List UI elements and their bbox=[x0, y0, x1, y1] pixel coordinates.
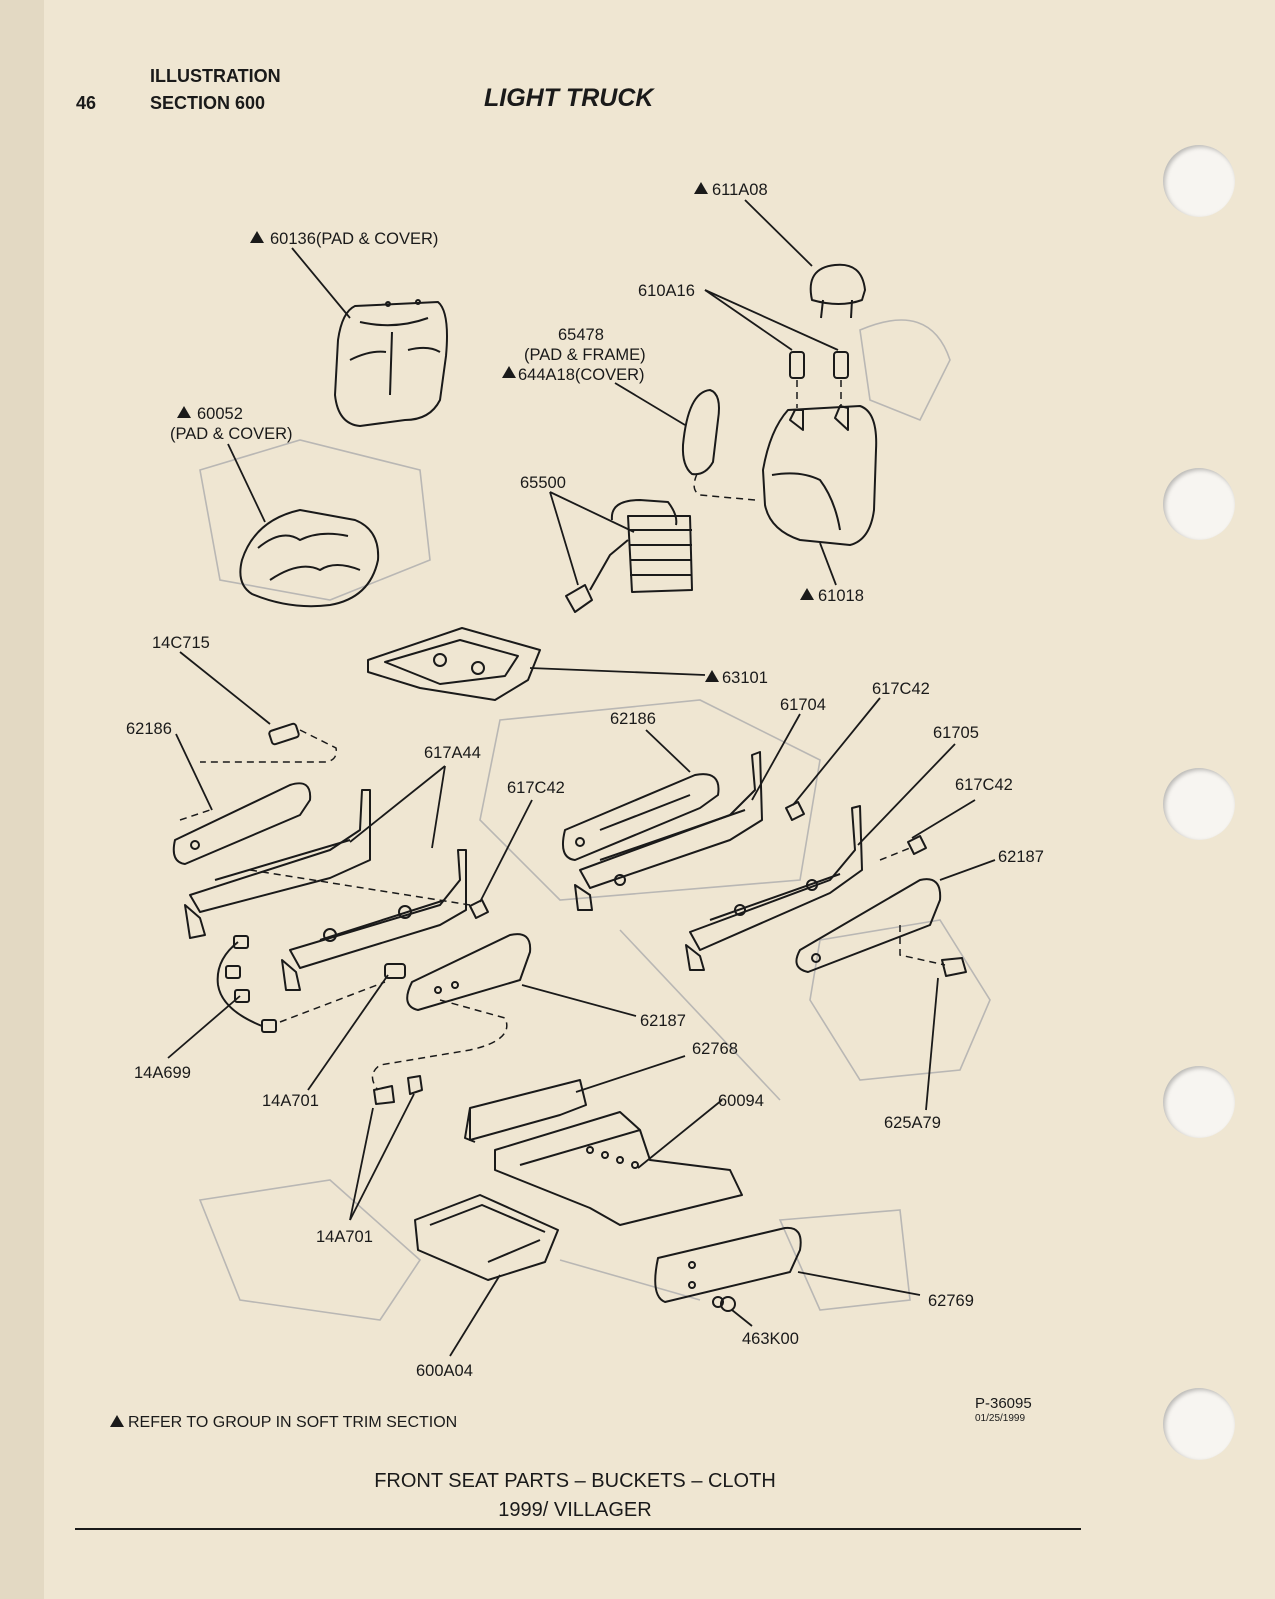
callout-62769: 62769 bbox=[928, 1292, 974, 1310]
page-edge bbox=[0, 0, 44, 1599]
binder-hole bbox=[1163, 1066, 1235, 1138]
footnote-triangle bbox=[110, 1415, 124, 1427]
seat-track-part bbox=[685, 805, 863, 971]
section-number: SECTION 600 bbox=[150, 93, 266, 113]
reference-triangles bbox=[177, 182, 814, 682]
callout-617C42-top: 617C42 bbox=[872, 680, 930, 698]
connector-part bbox=[373, 1075, 423, 1105]
caption-title: FRONT SEAT PARTS – BUCKETS – CLOTH bbox=[374, 1470, 776, 1492]
track-cover-part bbox=[371, 933, 532, 1091]
callout-14A699: 14A699 bbox=[134, 1064, 191, 1082]
bleed-through-ghost bbox=[198, 319, 991, 1321]
callout-463K00: 463K00 bbox=[742, 1330, 799, 1348]
track-cover-part bbox=[562, 773, 720, 861]
seat-back-pad-part bbox=[334, 299, 448, 427]
footer-rule bbox=[75, 1528, 1081, 1530]
seat-support-part bbox=[464, 1079, 587, 1143]
binder-hole bbox=[1163, 768, 1235, 840]
callout-61705: 61705 bbox=[933, 724, 979, 742]
wiring-harness-part bbox=[216, 935, 386, 1033]
clip-part bbox=[469, 899, 489, 919]
callout-62768: 62768 bbox=[692, 1040, 738, 1058]
callout-14A701-low: 14A701 bbox=[316, 1228, 373, 1246]
caption-model: 1999/ VILLAGER bbox=[498, 1499, 652, 1521]
binder-hole bbox=[1163, 1388, 1235, 1460]
binder-hole bbox=[1163, 145, 1235, 217]
callout-60094: 60094 bbox=[718, 1092, 764, 1110]
callout-610A16: 610A16 bbox=[638, 282, 695, 300]
callout-62187-center: 62187 bbox=[640, 1012, 686, 1030]
page-title: LIGHT TRUCK bbox=[484, 84, 654, 112]
callout-62186-left: 62186 bbox=[126, 720, 172, 738]
callout-625A79: 625A79 bbox=[884, 1114, 941, 1132]
headrest-part bbox=[809, 263, 866, 319]
callout-14A701-mid: 14A701 bbox=[262, 1092, 319, 1110]
callout-65478: 65478 bbox=[558, 326, 604, 344]
footnote-text: REFER TO GROUP IN SOFT TRIM SECTION bbox=[128, 1414, 458, 1431]
callout-617C42-right: 617C42 bbox=[955, 776, 1013, 794]
callout-60052-desc: (PAD & COVER) bbox=[170, 425, 293, 443]
callout-611A08: 611A08 bbox=[712, 181, 768, 199]
storage-drawer-part bbox=[414, 1194, 559, 1281]
seat-pan-part bbox=[367, 627, 541, 701]
callout-14C715: 14C715 bbox=[152, 634, 210, 652]
binder-hole bbox=[1163, 468, 1235, 540]
spring-assembly-part bbox=[565, 499, 693, 613]
callout-60136: 60136(PAD & COVER) bbox=[270, 230, 438, 248]
side-bolster-part bbox=[681, 389, 756, 501]
callout-617C42-left: 617C42 bbox=[507, 779, 565, 797]
callout-65478-desc: (PAD & FRAME) bbox=[524, 346, 646, 364]
connector-part bbox=[200, 722, 338, 763]
seat-track-part bbox=[574, 751, 763, 911]
callout-617A44: 617A44 bbox=[424, 744, 481, 762]
seat-cushion-part bbox=[239, 509, 380, 608]
callout-labels: 611A08 60136(PAD & COVER) 610A16 65478 (… bbox=[126, 181, 1044, 1380]
illustration-date: 01/25/1999 bbox=[975, 1413, 1026, 1424]
nut-part bbox=[712, 1296, 736, 1312]
callout-63101: 63101 bbox=[722, 669, 768, 687]
callout-61704: 61704 bbox=[780, 696, 826, 714]
seat-track-part bbox=[184, 789, 471, 991]
page-number: 46 bbox=[76, 93, 97, 113]
callout-644A18: 644A18(COVER) bbox=[518, 366, 645, 384]
callout-65500: 65500 bbox=[520, 474, 566, 492]
callout-600A04: 600A04 bbox=[416, 1362, 473, 1380]
section-label: ILLUSTRATION bbox=[150, 66, 281, 86]
connector-part bbox=[941, 957, 967, 977]
clip-part bbox=[879, 835, 927, 861]
seat-back-frame-part bbox=[762, 405, 878, 546]
callout-62186-right: 62186 bbox=[610, 710, 656, 728]
connector-part bbox=[384, 963, 406, 979]
track-cover-part bbox=[795, 878, 946, 973]
callout-60052: 60052 bbox=[197, 405, 243, 423]
mounting-bracket-part bbox=[654, 1226, 802, 1303]
headrest-guide-part bbox=[789, 351, 849, 408]
clip-part bbox=[785, 801, 805, 821]
callout-62187-right: 62187 bbox=[998, 848, 1044, 866]
leader-lines bbox=[167, 199, 996, 1357]
track-cover-part bbox=[172, 782, 312, 865]
illustration-number: P-36095 bbox=[975, 1395, 1032, 1412]
seat-base-part bbox=[494, 1111, 743, 1226]
illustration-id: P-36095 01/25/1999 bbox=[975, 1396, 1032, 1426]
callout-61018: 61018 bbox=[818, 587, 864, 605]
